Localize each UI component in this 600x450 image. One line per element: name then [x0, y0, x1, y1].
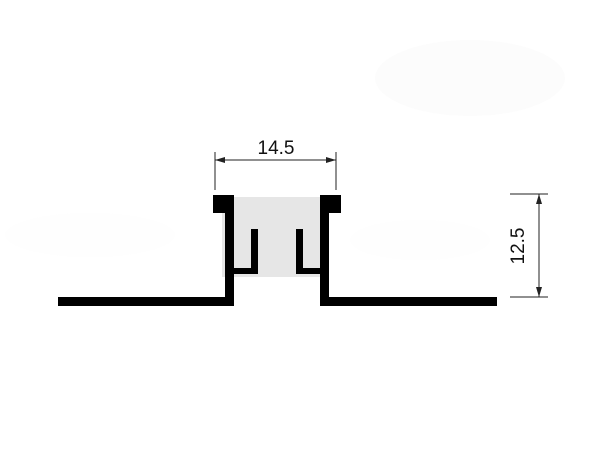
left-top-lip: [213, 195, 234, 213]
aluminium-profile: [58, 195, 497, 306]
width-dimension-label: 14.5: [258, 138, 295, 159]
inner-channel-left-bottom: [234, 268, 258, 274]
width-arrow-right: [326, 157, 336, 163]
left-flange: [58, 297, 234, 306]
height-arrow-bottom: [536, 287, 542, 297]
right-flange: [320, 297, 497, 306]
width-dimension: [214, 152, 337, 190]
inner-channel-left-wall: [251, 229, 258, 274]
background-watermark: [5, 40, 565, 260]
width-arrow-left: [215, 157, 225, 163]
height-arrow-top: [536, 194, 542, 204]
right-top-lip: [320, 195, 341, 213]
left-outer-wall: [225, 213, 234, 306]
right-outer-wall: [320, 213, 329, 306]
inner-channel-right-bottom: [296, 268, 320, 274]
height-dimension: [510, 193, 548, 298]
profile-gaps: [234, 213, 320, 277]
height-dimension-label: 12.5: [508, 228, 529, 265]
inner-channel-right-wall: [296, 229, 303, 274]
